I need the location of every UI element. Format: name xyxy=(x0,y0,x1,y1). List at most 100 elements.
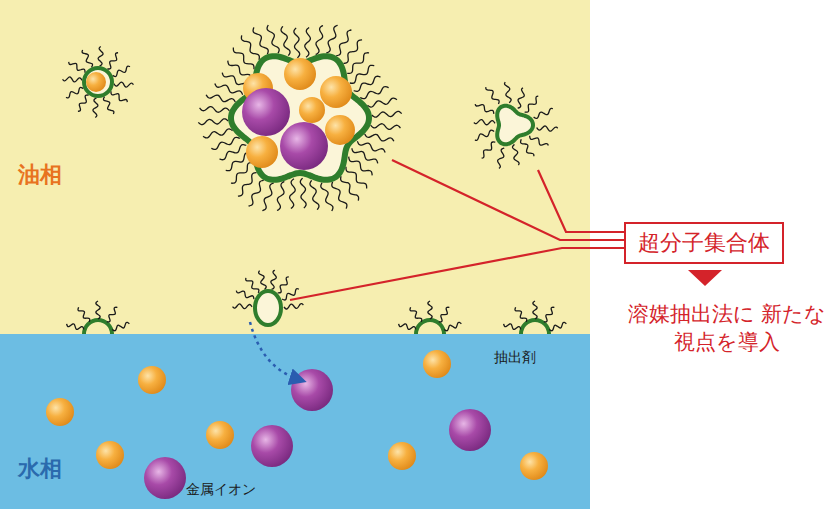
note-text: 溶媒抽出法に 新たな視点を導入 xyxy=(622,300,832,357)
alkyl-tail xyxy=(521,139,534,156)
alkyl-tail xyxy=(365,134,394,141)
alkyl-tail xyxy=(233,304,253,309)
alkyl-tail xyxy=(444,322,461,330)
alkyl-tail xyxy=(107,307,118,322)
aggregate-shell xyxy=(231,56,369,180)
alkyl-tail xyxy=(107,53,118,69)
alkyl-tail xyxy=(93,98,98,117)
alkyl-tail xyxy=(533,301,537,319)
alkyl-tail xyxy=(300,178,306,208)
alkyl-tail xyxy=(544,307,555,322)
alkyl-tail xyxy=(347,53,369,74)
extractant-capsule xyxy=(255,291,281,325)
metal-ion-small xyxy=(299,97,325,123)
alkyl-tail xyxy=(350,65,375,83)
term-text: 超分子集合体 xyxy=(638,228,770,258)
alkyl-tail xyxy=(482,142,496,158)
alkyl-tail xyxy=(69,62,85,73)
alkyl-tail xyxy=(66,87,83,97)
alkyl-tail xyxy=(294,28,300,58)
alkyl-tail xyxy=(486,87,499,104)
alkyl-tail xyxy=(367,98,396,107)
metal-ion-large xyxy=(251,425,293,467)
alkyl-tail xyxy=(98,47,103,66)
alkyl-tail xyxy=(290,179,296,209)
metal-ion-large xyxy=(144,457,186,499)
metal-ion-small xyxy=(520,452,548,480)
alkyl-tail xyxy=(549,322,566,330)
alkyl-tail xyxy=(525,96,539,112)
metal-ion-small xyxy=(388,442,416,470)
alkyl-tail xyxy=(475,130,494,140)
alkyl-tail xyxy=(200,107,230,113)
metal-ion-large xyxy=(291,369,333,411)
alkyl-tail xyxy=(321,183,333,211)
alkyl-tail xyxy=(343,40,362,63)
alkyl-tail xyxy=(78,95,89,111)
leader-lines xyxy=(290,160,624,300)
alkyl-tail xyxy=(63,77,82,82)
alkyl-tail xyxy=(504,324,521,330)
alkyl-tail xyxy=(271,270,276,289)
alkyl-tail xyxy=(410,307,422,322)
metal-ion-large xyxy=(242,88,290,136)
alkyl-tail xyxy=(278,277,289,293)
alkyl-tail xyxy=(399,324,416,330)
metal-ion-small xyxy=(138,366,166,394)
alkyl-tail xyxy=(428,301,432,319)
alkyl-tail xyxy=(475,104,494,114)
alkyl-tail xyxy=(238,173,257,196)
alkyl-tail xyxy=(211,137,239,149)
alkyl-tail xyxy=(354,76,381,91)
alkyl-tail xyxy=(281,26,290,55)
alkyl-tail xyxy=(103,97,113,114)
alkyl-tail xyxy=(512,144,519,165)
alkyl-tail xyxy=(360,87,388,99)
alkyl-tail xyxy=(231,163,253,184)
metal-ion-small xyxy=(320,76,352,108)
alkyl-tail xyxy=(372,111,402,117)
alkyl-tail xyxy=(326,25,337,53)
alkyl-tail xyxy=(203,129,232,138)
alkyl-tail xyxy=(113,66,130,76)
alkyl-tail xyxy=(111,91,127,102)
alkyl-tail xyxy=(518,88,525,108)
alkyl-tail xyxy=(233,47,254,69)
down-triangle xyxy=(688,270,722,286)
alkyl-tail xyxy=(259,271,267,290)
alkyl-tail xyxy=(262,183,273,211)
alkyl-tail xyxy=(505,82,512,103)
alkyl-tail xyxy=(310,180,319,209)
part-label: 金属イオン xyxy=(186,480,256,499)
alkyl-tail xyxy=(236,291,254,299)
metal-ion-small xyxy=(423,350,451,378)
alkyl-tail xyxy=(439,307,450,322)
alkyl-tail xyxy=(267,25,279,53)
metal-ion-small xyxy=(206,421,234,449)
alkyl-tail xyxy=(82,50,92,67)
alkyl-tail xyxy=(474,120,495,125)
oil-phase xyxy=(0,0,590,334)
metal-ion-small xyxy=(246,136,278,168)
metal-ion-small xyxy=(325,115,355,145)
part-label: 抽出剤 xyxy=(494,348,536,367)
aggregate-shell xyxy=(84,68,112,96)
alkyl-tail xyxy=(316,25,323,54)
alkyl-tail xyxy=(241,35,259,60)
alkyl-tail xyxy=(284,304,303,309)
transfer-arrow xyxy=(250,322,300,380)
alkyl-tail xyxy=(515,307,527,322)
term-box: 超分子集合体 xyxy=(624,222,784,264)
alkyl-tail xyxy=(220,145,247,160)
water-phase xyxy=(0,334,590,509)
metal-ion-large xyxy=(280,122,328,170)
alkyl-tail xyxy=(371,124,401,130)
alkyl-tail xyxy=(341,176,359,201)
alkyl-tail xyxy=(305,27,311,57)
alkyl-tail xyxy=(346,167,367,189)
alkyl-tail xyxy=(67,324,84,330)
alkyl-tail xyxy=(198,119,228,125)
alkyl-tail xyxy=(114,82,133,87)
alkyl-tail xyxy=(537,126,558,131)
